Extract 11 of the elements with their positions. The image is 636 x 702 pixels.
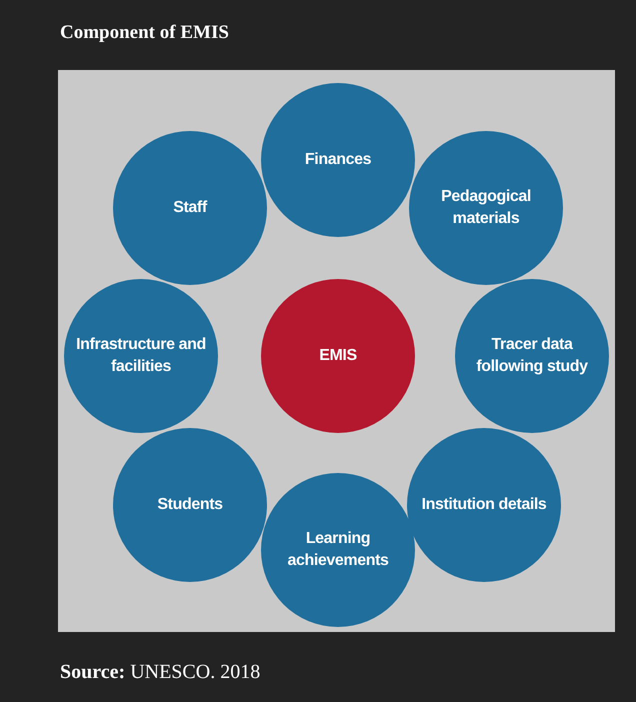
circle-label: Students (157, 495, 223, 516)
circle-label: Staff (173, 198, 207, 218)
circle-label: Infrastructure and facilities (75, 335, 207, 377)
circle-label: Institution details (422, 495, 546, 516)
circle-label: Finances (304, 150, 372, 170)
circle-label: Pedagogical materials (440, 187, 532, 229)
title: Component of EMIS (60, 22, 229, 44)
circle-label: Tracer data following study (475, 335, 589, 377)
circle-label: EMIS (319, 346, 357, 366)
circle-label: Learning achievements (286, 529, 390, 571)
source-caption: Source: UNESCO. 2018 (60, 661, 260, 684)
